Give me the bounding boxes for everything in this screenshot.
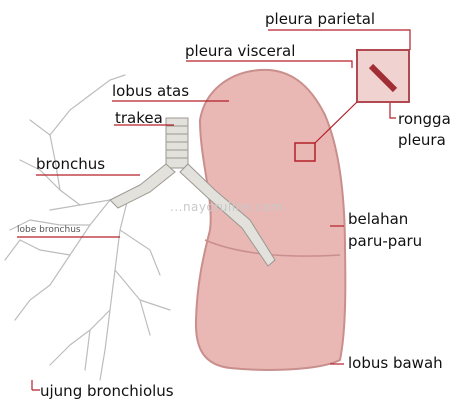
right-lung <box>196 70 345 370</box>
label-paru-paru: paru-paru <box>348 234 422 249</box>
label-pleura-rongga: pleura <box>398 133 446 148</box>
label-bronchus: bronchus <box>36 157 105 172</box>
label-lobus-atas: lobus atas <box>112 84 189 99</box>
label-ujung-bronchiolus: ujung bronchiolus <box>40 384 174 399</box>
label-lobe-bronchus: lobe bronchus <box>17 226 81 235</box>
watermark: ...nayoruline.com <box>170 200 283 214</box>
label-lobus-bawah: lobus bawah <box>348 356 443 371</box>
label-trakea: trakea <box>115 111 163 126</box>
label-pleura-parietal: pleura parietal <box>265 12 375 27</box>
label-belahan: belahan <box>348 212 408 227</box>
label-rongga: rongga <box>398 112 451 127</box>
label-pleura-visceral: pleura visceral <box>185 44 295 59</box>
